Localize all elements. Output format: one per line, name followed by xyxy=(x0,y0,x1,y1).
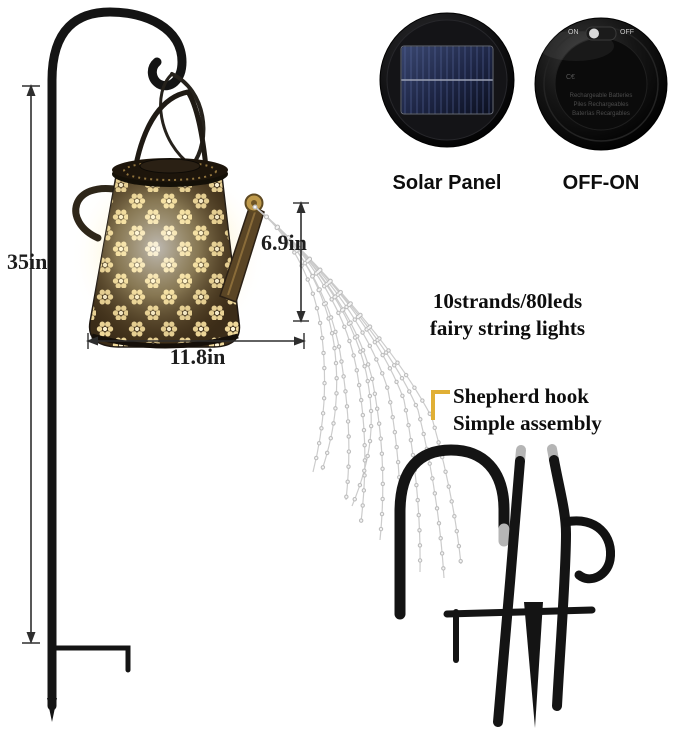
hook-ground-spike xyxy=(47,698,57,722)
light-strand-bulbs xyxy=(253,205,402,558)
can-left-handle xyxy=(72,185,124,242)
watering-can xyxy=(72,158,265,349)
spout-dimension-label: 6.9in xyxy=(261,230,307,255)
width-dimension-label: 11.8in xyxy=(169,344,226,369)
dim-arrow-down xyxy=(296,311,306,323)
hook-curve-part xyxy=(394,444,510,620)
dim-arrow-up xyxy=(26,84,36,96)
light-strand-beads xyxy=(252,204,403,559)
assembly-feature-line1: Shepherd hook xyxy=(453,384,589,408)
fairy-light-strands xyxy=(252,204,464,581)
pole-section-part xyxy=(549,455,572,711)
solar-cell-frame xyxy=(400,45,494,115)
power-switch-toggle xyxy=(589,28,599,39)
ground-stake-spike xyxy=(524,602,543,728)
dim-arrow-left xyxy=(86,336,98,346)
lights-feature-line2: fairy string lights xyxy=(429,316,586,340)
assembly-feature-line2: Simple assembly xyxy=(453,411,602,435)
light-strand-wire xyxy=(254,206,366,523)
light-strand-beads xyxy=(252,204,464,567)
dim-arrow-down xyxy=(26,632,36,644)
loop-wire-left xyxy=(159,72,194,168)
disc-engraving-line1: Rechargeable Batteries xyxy=(569,93,633,99)
light-strand-beads xyxy=(252,204,447,581)
ce-mark: C€ xyxy=(566,74,575,81)
disc-engraving-line3: Baterías Recargables xyxy=(572,111,630,117)
can-body-glow xyxy=(89,176,240,347)
solar-panel-caption: Solar Panel xyxy=(392,172,502,194)
can-lid-knob xyxy=(139,158,201,174)
pole-section-part xyxy=(493,456,525,727)
gold-corner-accent xyxy=(431,390,450,420)
switch-disc-photo xyxy=(534,17,668,151)
can-base-rim xyxy=(91,333,239,349)
light-strand-wire xyxy=(254,206,401,557)
hook-pole xyxy=(47,7,187,711)
light-strand-bulbs xyxy=(253,205,373,508)
lights-feature-line1: 10strands/80leds xyxy=(432,289,583,313)
can-spout-highlight xyxy=(227,211,256,296)
switch-on-label: ON xyxy=(568,29,579,36)
dimension-lines xyxy=(22,84,309,644)
solar-panel-photo xyxy=(379,12,515,148)
dim-arrow-up xyxy=(296,201,306,213)
switch-off-label: OFF xyxy=(620,29,634,36)
spout-rosette-center xyxy=(251,200,257,206)
stake-crossbar xyxy=(443,606,596,618)
light-strand-bulbs xyxy=(253,205,326,474)
light-strand-wire xyxy=(254,206,338,471)
light-strand-bulbs xyxy=(253,205,446,580)
shepherd-hook-main xyxy=(47,7,187,722)
height-dimension-label: 35in xyxy=(7,249,48,274)
disc-engraving-line2: Piles Rechargeables xyxy=(573,102,629,108)
light-strand-bulbs xyxy=(253,205,350,502)
loop-wire-right xyxy=(170,72,206,168)
hook-foot-step xyxy=(49,645,131,673)
hook-end-part xyxy=(561,516,616,584)
off-on-caption: OFF-ON xyxy=(562,172,640,194)
light-strand-wire xyxy=(254,206,445,579)
hook-parts-photo xyxy=(394,444,616,728)
dim-arrow-right xyxy=(294,336,306,346)
